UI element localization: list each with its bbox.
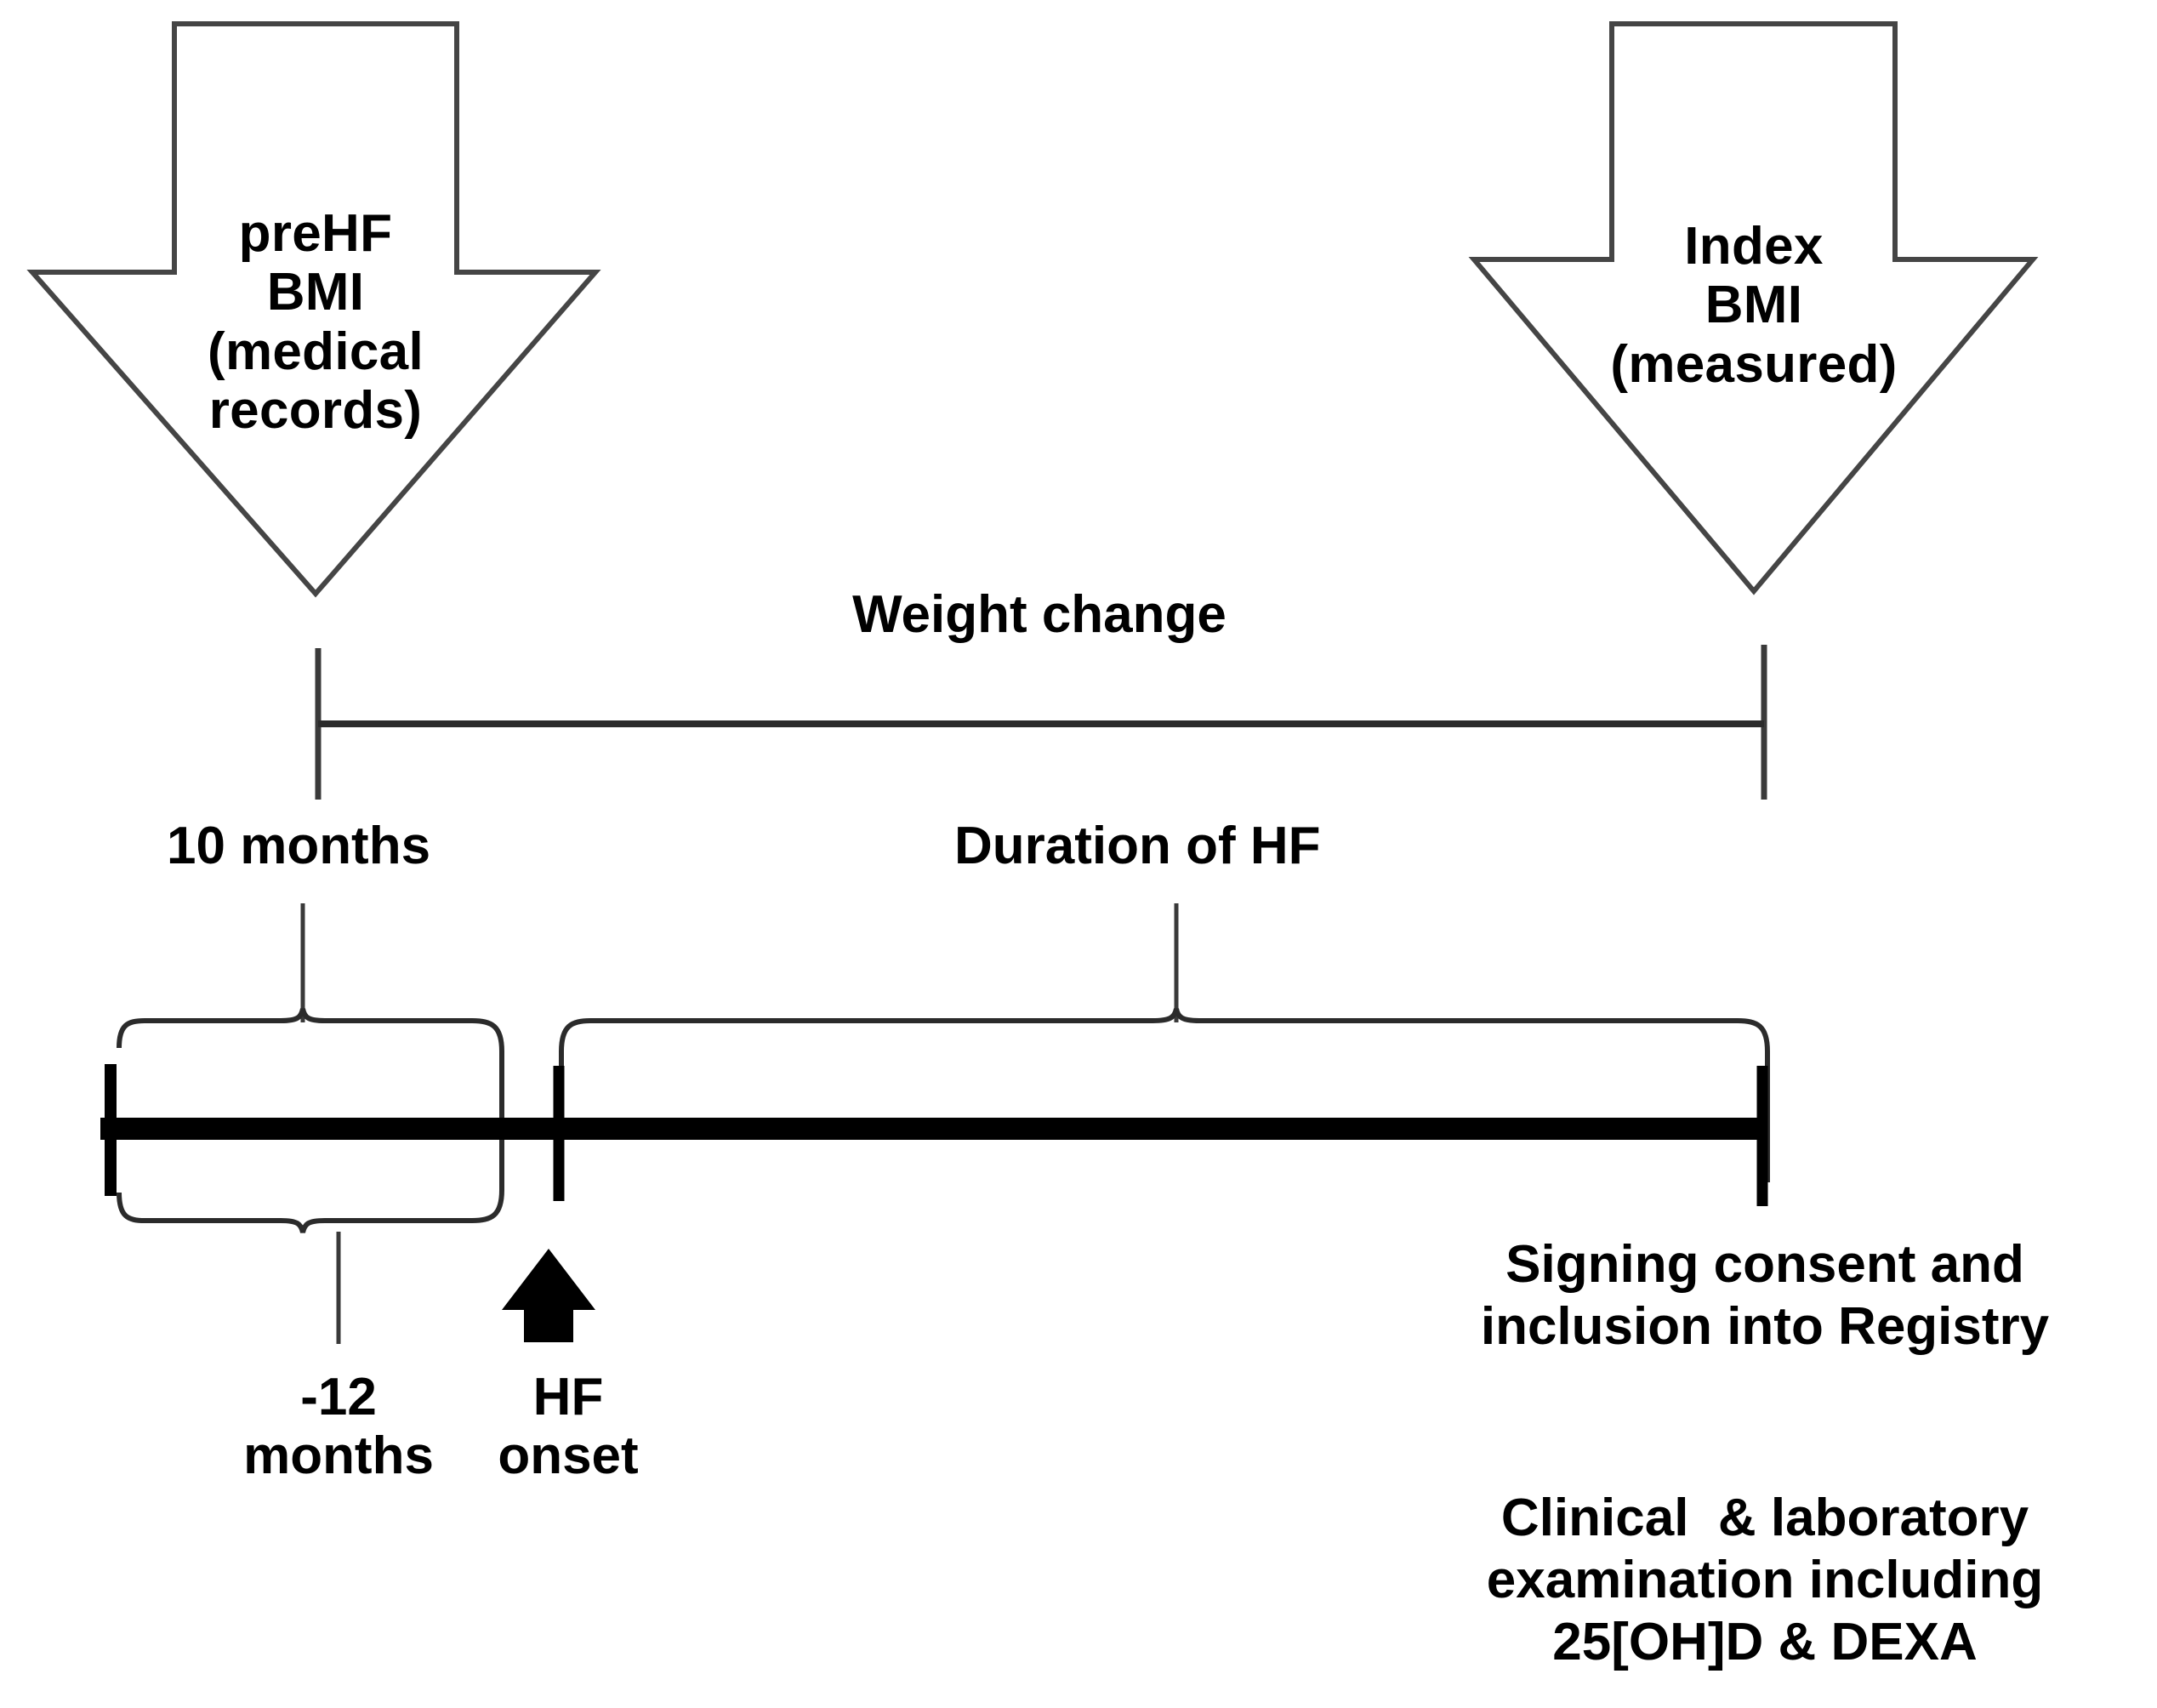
weight-change-measure	[315, 645, 1767, 800]
duration-of-hf-brace-upper	[559, 1008, 1770, 1182]
hf-onset-label: HF onset	[498, 1368, 639, 1486]
prehf-bmi-arrow-label: preHF BMI (medical records)	[208, 204, 424, 441]
duration-of-hf-label: Duration of HF	[954, 817, 1321, 875]
ten-months-brace-upper	[117, 1008, 504, 1182]
registry-inclusion-label: Signing consent and inclusion into Regis…	[1480, 1235, 2050, 1357]
minus-12-months-brace-lower	[117, 1059, 504, 1233]
minus-12-months-label: -12 months	[243, 1368, 434, 1486]
ten-months-label: 10 months	[167, 817, 431, 875]
examination-note-label: Clinical & laboratory examination includ…	[1486, 1489, 2044, 1672]
hf-onset-up-arrow-icon	[502, 1249, 595, 1342]
prehf-bmi-arrow-shape	[26, 21, 601, 598]
weight-change-label: Weight change	[852, 585, 1226, 644]
index-bmi-arrow-shape	[1468, 21, 2039, 595]
index-bmi-arrow-label: Index BMI (measured)	[1610, 217, 1898, 394]
